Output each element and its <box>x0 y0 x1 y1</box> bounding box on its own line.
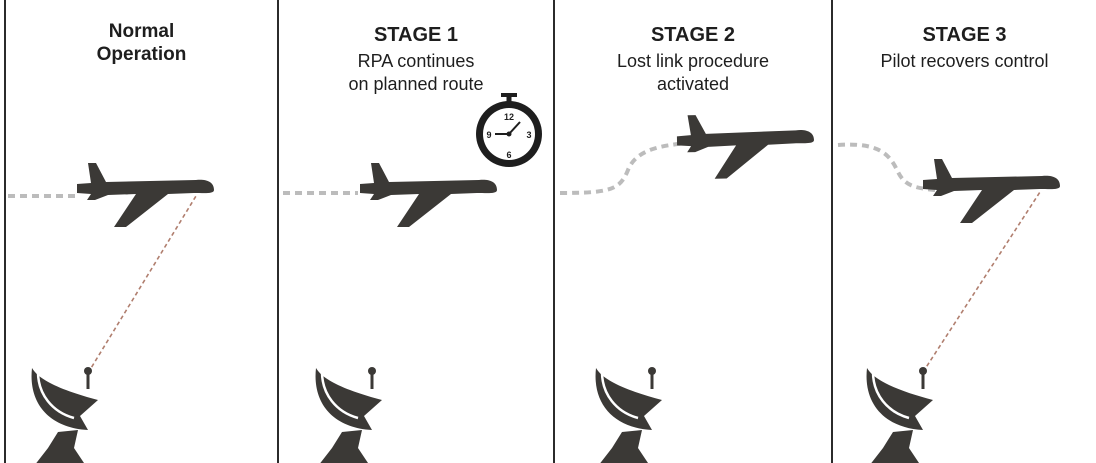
subtitle-line-1: Lost link procedure <box>616 51 770 71</box>
aircraft-icon <box>923 159 1060 223</box>
satellite-dish-icon <box>30 365 100 463</box>
stage-2-flight-path <box>559 141 691 195</box>
aircraft-icon <box>676 113 815 180</box>
panel-normal-operation: Normal Operation <box>6 0 277 463</box>
aircraft-icon <box>360 163 497 227</box>
subtitle-line-2: on planned route <box>348 74 484 94</box>
stopwatch-icon: 12 3 6 9 <box>476 93 542 167</box>
satellite-dish-icon <box>314 365 384 463</box>
panel-divider <box>831 0 833 463</box>
panel-subtitle: Lost link procedure activated <box>555 50 831 96</box>
title-line-1: Normal <box>108 21 175 42</box>
subtitle-line-1: RPA continues <box>357 51 475 71</box>
stopwatch-number-9: 9 <box>486 130 491 140</box>
panel-title: STAGE 2 <box>650 24 736 46</box>
aircraft-icon <box>77 163 214 227</box>
title-line-2: Operation <box>96 44 187 65</box>
panel-stage-3: STAGE 3 Pilot recovers control <box>833 0 1096 463</box>
panel-divider <box>4 0 6 463</box>
panel-stage-1: STAGE 1 RPA continues on planned route <box>279 0 553 463</box>
subtitle-line-2: activated <box>656 74 730 94</box>
panel-title: STAGE 1 <box>373 24 459 46</box>
panel-subtitle: Pilot recovers control <box>833 50 1096 73</box>
stopwatch-number-6: 6 <box>506 150 511 160</box>
panel-divider <box>553 0 555 463</box>
stage-3-flight-path <box>837 142 936 192</box>
datalink-line <box>922 191 1041 373</box>
panel-divider <box>277 0 279 463</box>
satellite-dish-icon <box>865 365 935 463</box>
panel-title: Normal Operation <box>6 20 277 66</box>
datalink-line <box>87 195 197 374</box>
stopwatch-number-3: 3 <box>526 130 531 140</box>
stopwatch-number-12: 12 <box>504 112 514 122</box>
subtitle-line-1: Pilot recovers control <box>880 51 1049 71</box>
panel-stage-2: STAGE 2 Lost link procedure activated <box>555 0 831 463</box>
satellite-dish-icon <box>594 365 664 463</box>
panel-title: STAGE 3 <box>922 24 1007 46</box>
panel-subtitle: RPA continues on planned route <box>279 50 553 96</box>
